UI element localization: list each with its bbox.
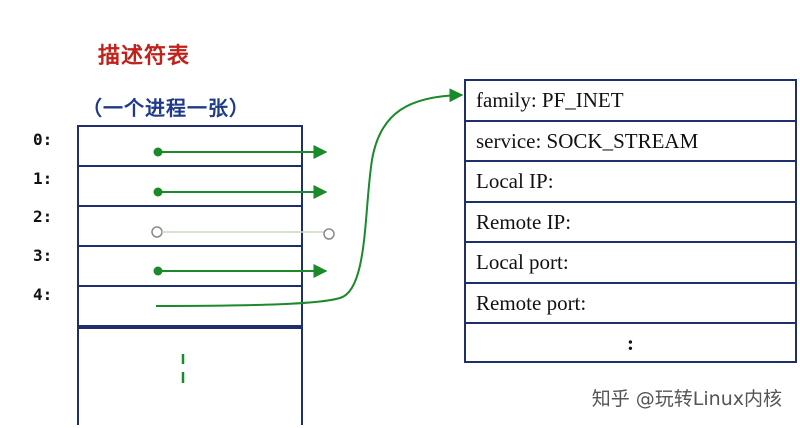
fd-entry-4 (79, 287, 301, 327)
socket-structure-table: family: PF_INET service: SOCK_STREAM Loc… (464, 79, 797, 363)
fd0-arrow (153, 145, 328, 159)
fd-entry-3 (79, 247, 301, 287)
fd-label-4: 4: (33, 285, 53, 304)
descriptor-table-subtitle: （一个进程一张） (82, 96, 250, 120)
socket-field-remote-ip: Remote IP: (466, 203, 795, 243)
fd2-arrow-unused (151, 226, 335, 240)
fd-entry-divider (79, 327, 301, 329)
watermark: 知乎 @玩转Linux内核 (591, 388, 782, 410)
fd3-arrow (153, 264, 328, 278)
socket-field-remote-port: Remote port: (466, 284, 795, 324)
fd-label-0: 0: (33, 130, 53, 149)
fd4-socket-arrow (155, 88, 464, 307)
socket-field-family: family: PF_INET (466, 81, 795, 122)
fd1-arrow (153, 185, 328, 199)
socket-field-ellipsis: : (627, 331, 634, 355)
fd-entry-0 (79, 127, 301, 167)
fd-label-2: 2: (33, 207, 53, 226)
descriptor-table-title: 描述符表 (98, 44, 191, 69)
socket-field-local-ip: Local IP: (466, 162, 795, 203)
fd-label-3: 3: (33, 246, 53, 265)
socket-field-service: service: SOCK_STREAM (466, 122, 795, 162)
fd-entry-2 (79, 207, 301, 247)
socket-field-local-port: Local port: (466, 243, 795, 284)
fd-label-1: 1: (33, 169, 53, 188)
descriptor-table (77, 125, 303, 425)
fd-entry-1 (79, 167, 301, 207)
